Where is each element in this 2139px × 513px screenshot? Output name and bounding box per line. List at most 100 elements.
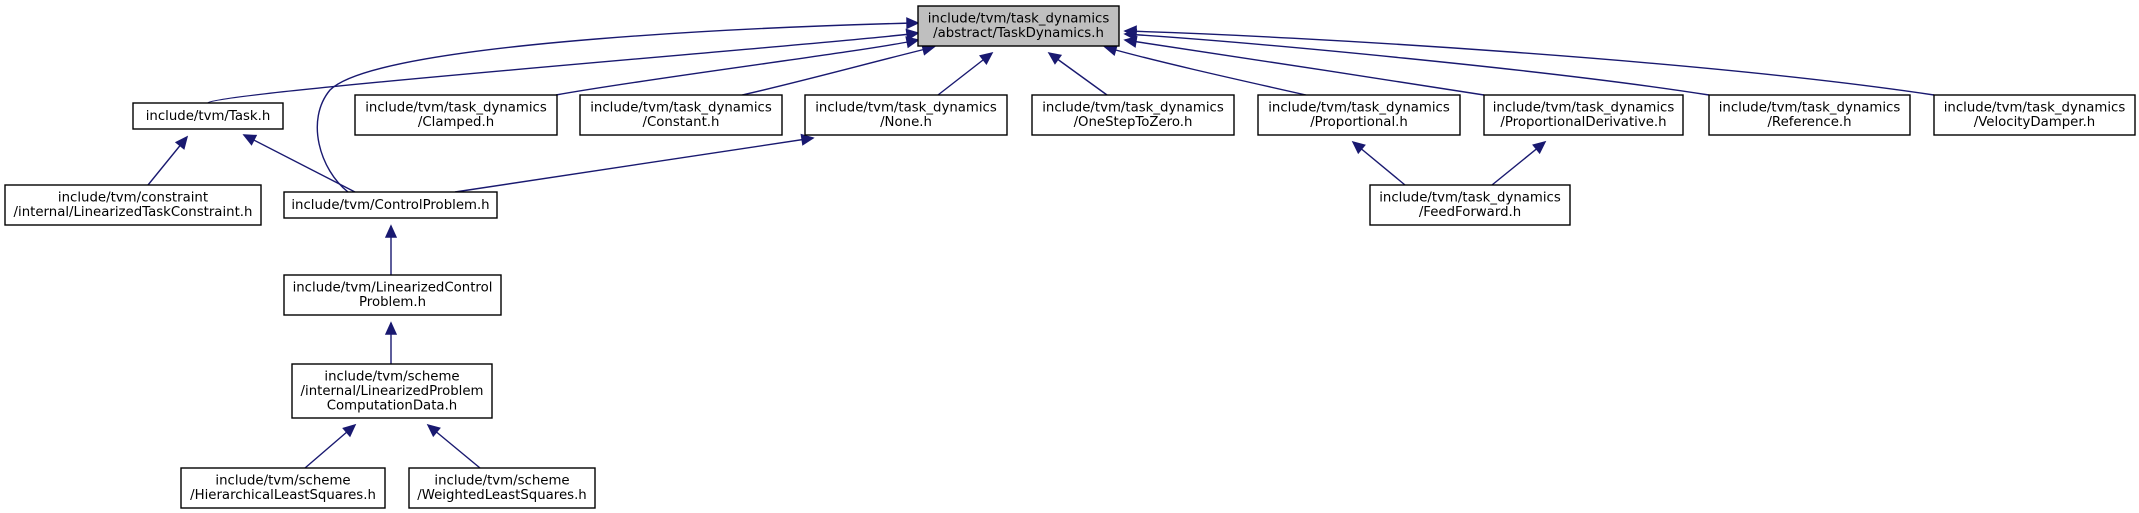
node-label-line: /OneStepToZero.h xyxy=(1074,115,1193,130)
node-label-line: include/tvm/task_dynamics xyxy=(1719,101,1901,116)
node-box xyxy=(132,102,284,130)
node-hierarchicalleastsquares[interactable]: include/tvm/scheme/HierarchicalLeastSqua… xyxy=(180,467,386,509)
node-label-line: /internal/LinearizedProblem xyxy=(301,384,484,399)
node-label-line: include/tvm/task_dynamics xyxy=(1268,101,1450,116)
node-velocitydamper[interactable]: include/tvm/task_dynamics/VelocityDamper… xyxy=(1933,94,2136,136)
edge-none-to-taskdynamics xyxy=(937,51,994,96)
edge-line xyxy=(1124,39,1485,96)
node-proportionalderivative[interactable]: include/tvm/task_dynamics/ProportionalDe… xyxy=(1483,94,1684,136)
edge-line xyxy=(454,137,814,193)
edge-feedforward-to-proportional xyxy=(1351,140,1406,186)
node-linearizedtaskconstraint[interactable]: include/tvm/constraint/internal/Lineariz… xyxy=(4,184,262,226)
edge-feedforward-to-proportionalderivative xyxy=(1491,140,1547,186)
arrow-head-icon xyxy=(384,321,398,335)
node-label-line: include/tvm/Task.h xyxy=(146,109,271,124)
edge-line xyxy=(555,39,919,96)
node-label-line: include/tvm/constraint xyxy=(58,191,208,206)
node-box xyxy=(1369,184,1571,226)
node-label-line: include/tvm/task_dynamics xyxy=(1493,101,1675,116)
node-label-line: include/tvm/task_dynamics xyxy=(928,12,1110,27)
node-box xyxy=(579,94,783,136)
node-box xyxy=(283,274,502,316)
node-none[interactable]: include/tvm/task_dynamics/None.h xyxy=(804,94,1008,136)
arrow-head-icon xyxy=(242,134,258,146)
node-label-line: /Constant.h xyxy=(643,115,720,130)
node-label-line: /WeightedLeastSquares.h xyxy=(417,488,586,503)
edge-linearizedtaskconstraint-to-task xyxy=(147,135,189,186)
node-feedforward[interactable]: include/tvm/task_dynamics/FeedForward.h xyxy=(1369,184,1571,226)
node-label-line: /internal/LinearizedTaskConstraint.h xyxy=(14,205,253,220)
arrow-head-icon xyxy=(384,224,398,238)
arrow-head-icon xyxy=(905,28,920,41)
node-box xyxy=(804,94,1008,136)
node-label-line: /abstract/TaskDynamics.h xyxy=(933,26,1104,41)
node-box xyxy=(283,191,498,219)
node-label-line: Problem.h xyxy=(359,295,426,310)
node-taskdynamics[interactable]: include/tvm/task_dynamics/abstract/TaskD… xyxy=(917,5,1120,47)
node-label-line: include/tvm/LinearizedControl xyxy=(293,281,493,296)
edge-hierarchicalleastsquares-to-linearizedproblemcomputationdata xyxy=(304,423,357,469)
node-label-line: /None.h xyxy=(880,115,932,130)
node-label-line: include/tvm/task_dynamics xyxy=(815,101,997,116)
node-label-line: include/tvm/task_dynamics xyxy=(365,101,547,116)
edge-onesteptozero-to-taskdynamics xyxy=(1047,52,1108,96)
node-box xyxy=(1708,94,1911,136)
edge-controlproblem-to-none xyxy=(454,133,815,193)
node-label-line: ComputationData.h xyxy=(327,398,457,413)
arrow-head-icon xyxy=(342,423,357,438)
node-label-line: /ProportionalDerivative.h xyxy=(1500,115,1666,130)
node-box xyxy=(1257,94,1461,136)
arrow-head-icon xyxy=(1047,52,1063,65)
node-onesteptozero[interactable]: include/tvm/task_dynamics/OneStepToZero.… xyxy=(1031,94,1235,136)
edge-line xyxy=(243,134,356,193)
arrow-head-icon xyxy=(1123,25,1137,38)
node-controlproblem[interactable]: include/tvm/ControlProblem.h xyxy=(283,191,498,219)
arrow-head-icon xyxy=(1351,140,1366,155)
node-label-line: include/tvm/task_dynamics xyxy=(1042,101,1224,116)
graph-edges xyxy=(147,17,1935,469)
node-label-line: include/tvm/scheme xyxy=(434,474,569,489)
node-label-line: /Clamped.h xyxy=(418,115,494,130)
edge-velocitydamper-to-taskdynamics xyxy=(1123,25,1935,96)
edge-controlproblem-to-task xyxy=(242,134,356,193)
node-weightedleastsquares[interactable]: include/tvm/scheme/WeightedLeastSquares.… xyxy=(408,467,596,509)
edge-line xyxy=(741,46,935,96)
node-label-line: include/tvm/task_dynamics xyxy=(1379,191,1561,206)
node-proportional[interactable]: include/tvm/task_dynamics/Proportional.h xyxy=(1257,94,1461,136)
node-label-line: /FeedForward.h xyxy=(1419,205,1521,220)
edge-line xyxy=(1048,52,1108,96)
node-linearizedproblemcomputationdata[interactable]: include/tvm/scheme/internal/LinearizedPr… xyxy=(291,363,493,419)
edge-weightedleastsquares-to-linearizedproblemcomputationdata xyxy=(426,423,481,469)
node-label-line: include/tvm/task_dynamics xyxy=(1944,101,2126,116)
edge-line xyxy=(316,22,913,193)
arrow-head-icon xyxy=(979,51,994,65)
node-box xyxy=(291,363,493,419)
edge-task-to-taskdynamics xyxy=(207,28,920,104)
graph-nodes: include/tvm/task_dynamics/abstract/TaskD… xyxy=(4,5,2136,509)
edge-line xyxy=(1104,46,1307,96)
arrow-head-icon xyxy=(905,36,920,49)
node-label-line: include/tvm/scheme xyxy=(324,369,459,384)
node-reference[interactable]: include/tvm/task_dynamics/Reference.h xyxy=(1708,94,1911,136)
edge-controlproblem-to-taskdynamics xyxy=(316,17,920,193)
node-clamped[interactable]: include/tvm/task_dynamics/Clamped.h xyxy=(354,94,558,136)
node-box xyxy=(1031,94,1235,136)
node-label-line: /Proportional.h xyxy=(1310,115,1408,130)
edge-line xyxy=(1124,33,1710,96)
node-box xyxy=(917,5,1120,47)
node-label-line: include/tvm/task_dynamics xyxy=(590,101,772,116)
node-task[interactable]: include/tvm/Task.h xyxy=(132,102,284,130)
node-label-line: /Reference.h xyxy=(1767,115,1851,130)
node-box xyxy=(354,94,558,136)
arrow-head-icon xyxy=(906,17,920,30)
node-box xyxy=(1933,94,2136,136)
arrow-head-icon xyxy=(800,133,815,146)
node-box xyxy=(4,184,262,226)
node-box xyxy=(180,467,386,509)
edge-line xyxy=(207,32,919,104)
node-box xyxy=(1483,94,1684,136)
node-constant[interactable]: include/tvm/task_dynamics/Constant.h xyxy=(579,94,783,136)
arrow-head-icon xyxy=(174,135,189,150)
